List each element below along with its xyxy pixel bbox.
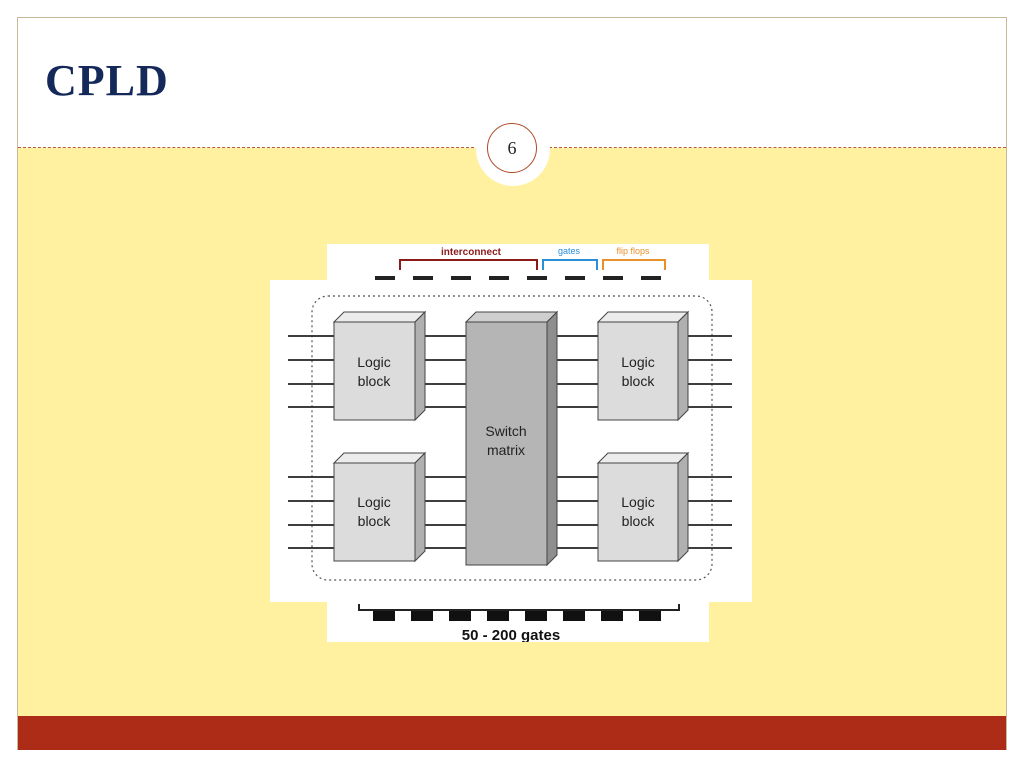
switch-matrix: Switch matrix: [464, 310, 559, 567]
flip-flops-bracket: [602, 259, 666, 270]
gates-bracket: [542, 259, 598, 270]
logic-block-bottom-left: Logic block: [332, 451, 427, 563]
logic-block-label-line1: Logic: [357, 494, 390, 510]
figure-bottom-strip: 50 - 200 gates: [327, 598, 709, 642]
header-divider-right: [544, 147, 1006, 148]
logic-block-label-line2: block: [622, 373, 656, 389]
logic-block-bottom-right: Logic block: [596, 451, 690, 563]
logic-block-label-line1: Logic: [357, 354, 390, 370]
gate-count-label: 50 - 200 gates: [462, 627, 560, 642]
page-number: 6: [487, 123, 537, 173]
logic-block-label-line2: block: [358, 373, 392, 389]
interconnect-lines: [288, 335, 732, 549]
bottom-gate-strip: [373, 611, 661, 621]
footer-bar: [18, 716, 1006, 750]
logic-block-label-line2: block: [622, 513, 656, 529]
interconnect-bracket: [399, 259, 538, 270]
logic-block-top-right: Logic block: [596, 310, 690, 422]
logic-block-label-line1: Logic: [621, 354, 654, 370]
page-number-badge: 6: [476, 112, 550, 186]
bottom-bracket: [358, 604, 680, 611]
logic-block-top-left: Logic block: [332, 310, 427, 422]
switch-matrix-label-line2: matrix: [487, 442, 525, 458]
cpld-block-diagram: Switch matrix Logic block Logic block Lo…: [270, 280, 752, 602]
top-gate-strip: [375, 276, 661, 280]
figure-top-strip: interconnect gates flip flops: [327, 244, 709, 284]
switch-matrix-label-line1: Switch: [485, 423, 526, 439]
logic-block-label-line2: block: [358, 513, 392, 529]
slide-title: CPLD: [45, 56, 169, 105]
header-divider-left: [18, 147, 484, 148]
interconnect-label: interconnect: [441, 247, 502, 258]
gates-label: gates: [558, 246, 581, 256]
flip-flops-label: flip flops: [616, 246, 650, 256]
logic-block-label-line1: Logic: [621, 494, 654, 510]
